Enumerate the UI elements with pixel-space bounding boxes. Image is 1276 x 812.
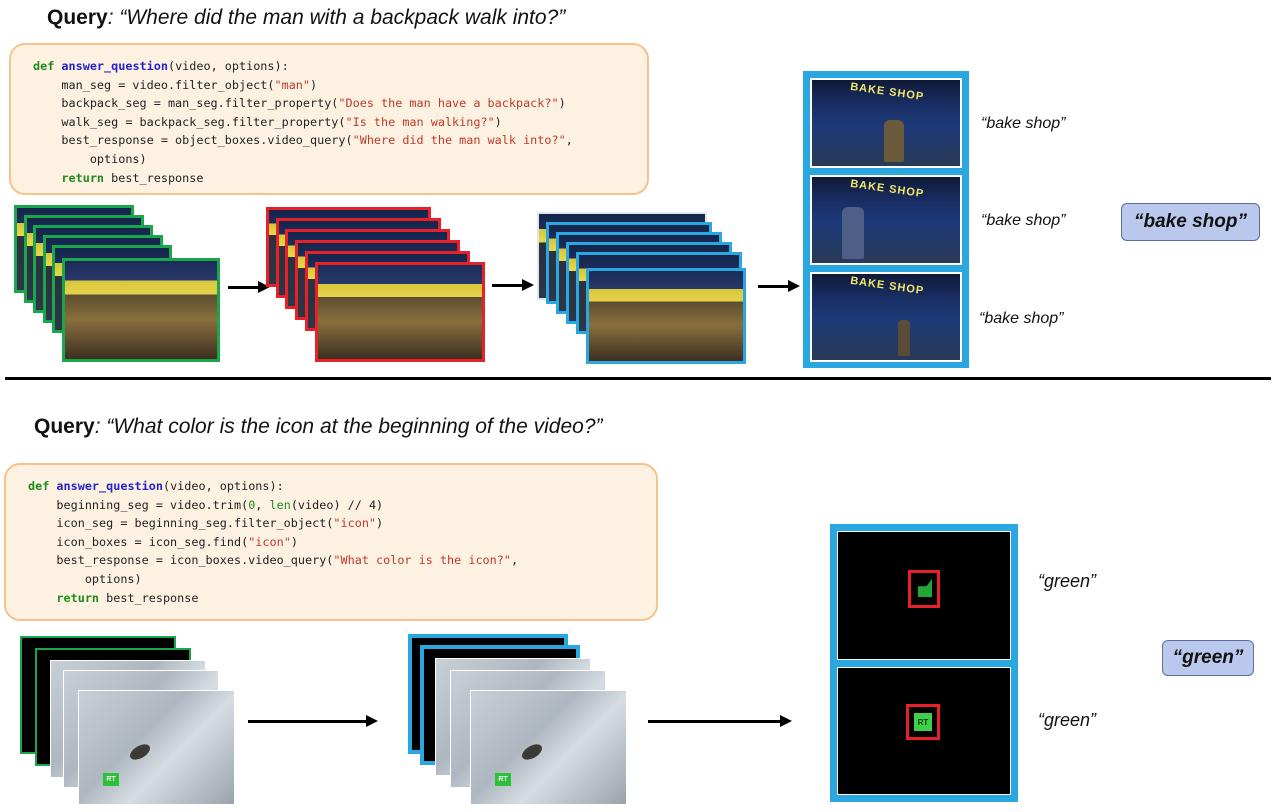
top-query-label: Query (47, 6, 108, 29)
arrow-head (780, 715, 792, 727)
result-frame (837, 531, 1011, 660)
arrow-head (366, 715, 378, 727)
rt-logo-icon: RT (914, 713, 932, 731)
arrow (248, 720, 368, 723)
bottom-code-box: def answer_question(video, options): beg… (4, 463, 658, 621)
arrow-head (522, 279, 534, 291)
top-query-text: : “Where did the man with a backpack wal… (107, 6, 566, 29)
bird-figure (519, 741, 545, 763)
bake-shop-sign: BAKE SHOP (849, 80, 925, 104)
bottom-query-label: Query (34, 415, 95, 438)
result-frame: BAKE SHOP (810, 272, 962, 362)
bottom-answer-1: “green” (1038, 571, 1097, 591)
top-query: Query: “Where did the man with a backpac… (47, 6, 565, 30)
top-code-box: def answer_question(video, options): man… (9, 43, 649, 195)
top-result-box: BAKE SHOP BAKE SHOP BAKE SHOP (803, 71, 969, 368)
bottom-final-answer: “green” (1162, 640, 1254, 676)
icon-bounding-box: RT (906, 704, 940, 740)
result-frame: RT (837, 667, 1011, 795)
arrow (758, 285, 790, 288)
top-final-answer: “bake shop” (1121, 203, 1260, 241)
result-frame: BAKE SHOP (810, 78, 962, 168)
bottom-result-box: RT (830, 524, 1018, 802)
rt-logo-icon: RT (495, 773, 511, 786)
top-code: def answer_question(video, options): man… (33, 59, 573, 185)
bottom-query-text: : “What color is the icon at the beginni… (94, 415, 603, 438)
bottom-query: Query: “What color is the icon at the be… (34, 415, 603, 439)
video-frame-front (315, 262, 485, 362)
top-answer-3: “bake shop” (979, 310, 1064, 327)
video-frame-front (586, 268, 746, 364)
section-divider (5, 377, 1271, 380)
arrow (648, 720, 782, 723)
top-answer-2: “bake shop” (981, 212, 1066, 229)
bake-shop-sign: BAKE SHOP (849, 274, 925, 298)
icon-bounding-box (908, 570, 940, 608)
video-frame-front: RT (470, 690, 627, 805)
man-figure (842, 207, 864, 259)
green-icon (918, 579, 932, 597)
rt-logo-icon: RT (103, 773, 119, 786)
man-figure (884, 120, 904, 162)
bake-shop-sign: BAKE SHOP (849, 177, 925, 201)
result-frame: BAKE SHOP (810, 175, 962, 265)
bottom-code: def answer_question(video, options): beg… (28, 479, 519, 605)
arrow-head (788, 280, 800, 292)
bottom-answer-2: “green” (1038, 710, 1097, 730)
video-frame-front (62, 258, 220, 362)
arrow (492, 284, 524, 287)
video-frame-front: RT (78, 690, 235, 805)
bird-figure (127, 741, 153, 763)
man-figure (898, 320, 910, 356)
arrow (228, 286, 260, 289)
top-answer-1: “bake shop” (981, 115, 1066, 132)
